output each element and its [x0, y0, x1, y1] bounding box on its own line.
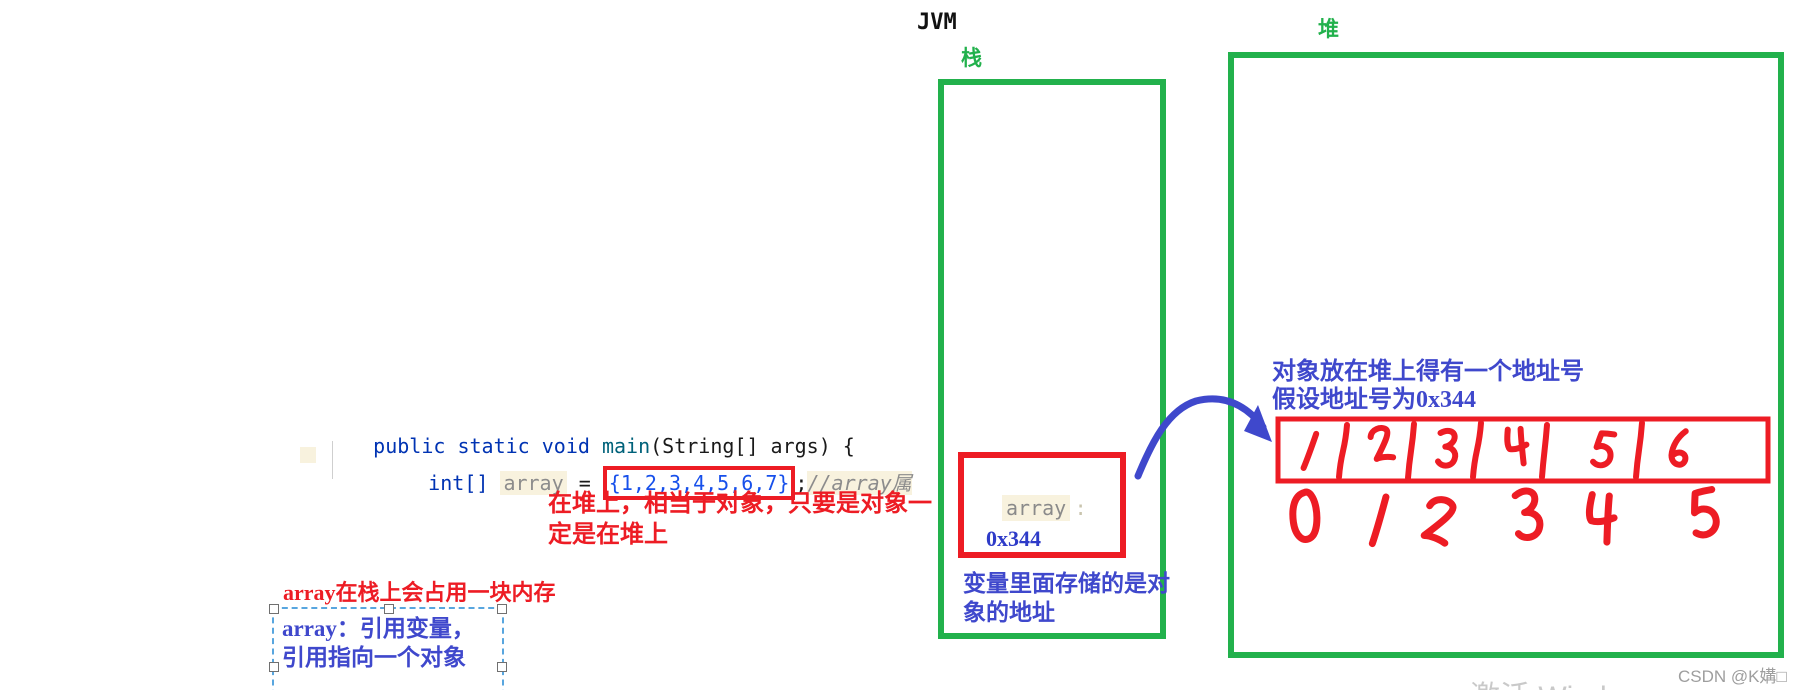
code-line-2: int[] array = {1,2,3,4,5,6,7};//array属 — [380, 442, 912, 524]
heap-object-note-line2: 定是在堆上 — [548, 522, 668, 548]
csdn-watermark: CSDN @K媾□ — [1678, 667, 1787, 686]
heap-address-note-line1: 对象放在堆上得有一个地址号 — [1272, 359, 1584, 385]
heap-object-note: 在堆上，相当于对象，只要是对象一 定是在堆上 — [548, 489, 932, 551]
selection-handle-top-right[interactable] — [497, 604, 507, 614]
code-semicolon: ; — [795, 471, 808, 495]
selection-handle-top-middle[interactable] — [384, 604, 394, 614]
heap-object-note-line1: 在堆上，相当于对象，只要是对象一 — [548, 491, 932, 517]
stack-array-label: array — [1002, 495, 1071, 521]
heap-rectangle — [1228, 52, 1784, 658]
stack-variable-redbox: array : 0x344 — [958, 452, 1126, 558]
reference-note-line1: array：引用变量， — [282, 616, 475, 641]
stack-address-value: 0x344 — [986, 526, 1041, 551]
heap-address-note-line2: 假设地址号为0x344 — [1272, 387, 1476, 413]
code-indent-guide — [332, 441, 333, 479]
stack-store-note-line2: 象的地址 — [963, 600, 1055, 625]
code-keywords: public static void — [373, 434, 602, 458]
jvm-title: JVM — [917, 10, 957, 35]
selection-handle-right-middle[interactable] — [497, 662, 507, 672]
code-line-1: public static void main(String[] args) { — [325, 410, 855, 482]
code-equals: = — [566, 471, 603, 495]
code-gutter-mark — [300, 447, 316, 463]
stack-store-note: 变量里面存储的是对 象的地址 — [963, 569, 1170, 627]
reference-note: array：引用变量， 引用指向一个对象 — [274, 609, 502, 672]
array-literal: {1,2,3,4,5,6,7} — [608, 471, 790, 495]
heap-label: 堆 — [1318, 17, 1339, 41]
code-space — [488, 471, 500, 495]
code-method-name: main — [601, 434, 651, 458]
code-comment: //array属 — [807, 471, 912, 495]
heap-address-note: 对象放在堆上得有一个地址号 假设地址号为0x344 — [1272, 358, 1584, 414]
code-line1-rest: (String[] args) { — [650, 434, 855, 458]
activate-windows-watermark: 激活 Windows — [1470, 672, 1660, 690]
stack-array-colon: : — [1074, 496, 1087, 520]
selection-handle-left-middle[interactable] — [269, 662, 279, 672]
code-int-keyword: int[] — [428, 471, 489, 495]
reference-note-line2: 引用指向一个对象 — [282, 645, 466, 670]
code-array-variable: array — [500, 471, 567, 495]
stack-rectangle — [938, 79, 1166, 639]
stack-memory-note: array在栈上会占用一块内存 — [283, 580, 556, 605]
selection-handle-top-left[interactable] — [269, 604, 279, 614]
stack-store-note-line1: 变量里面存储的是对 — [963, 571, 1170, 596]
stack-label: 栈 — [961, 46, 982, 70]
text-selection-box[interactable]: array：引用变量， 引用指向一个对象 — [269, 604, 507, 690]
array-literal-redbox: {1,2,3,4,5,6,7} — [602, 466, 796, 500]
